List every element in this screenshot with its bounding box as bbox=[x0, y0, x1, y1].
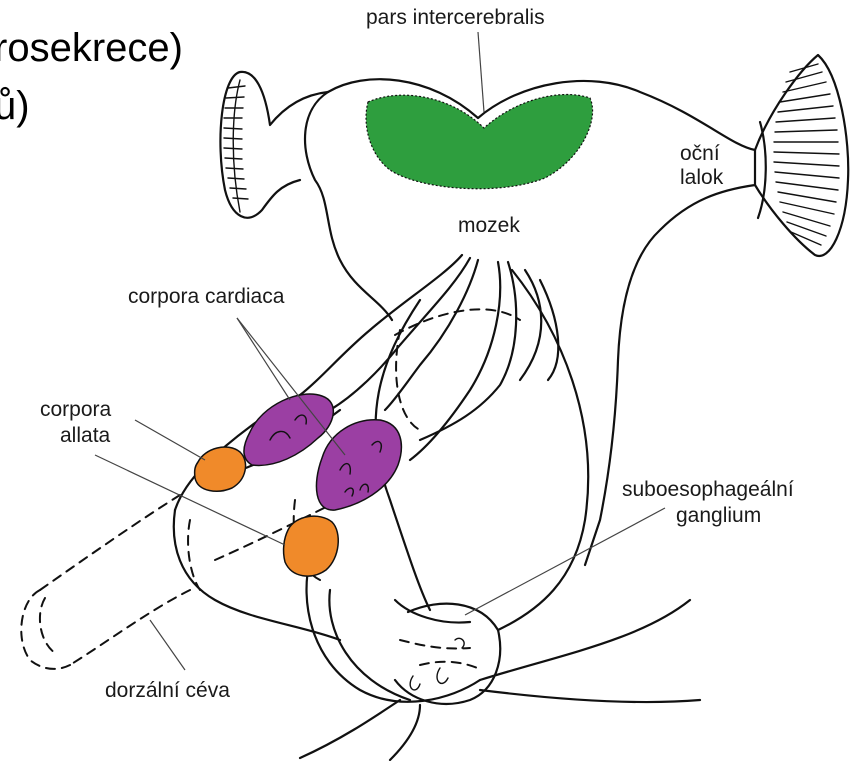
label-ganglium: ganglium bbox=[676, 504, 761, 527]
label-dorzalni-ceva: dorzální céva bbox=[105, 679, 230, 702]
corpora-cardiaca-left bbox=[244, 394, 333, 465]
dorsal-vessel bbox=[21, 309, 520, 669]
label-mozek: mozek bbox=[458, 214, 520, 237]
label-pars-intercerebralis: pars intercerebralis bbox=[366, 6, 545, 29]
label-ocni: oční bbox=[680, 142, 720, 165]
label-allata: allata bbox=[60, 424, 111, 447]
label-corpora: corpora bbox=[40, 398, 112, 421]
ganglion-inner-fibres bbox=[400, 638, 482, 690]
label-lalok: lalok bbox=[680, 166, 724, 189]
corpora-allata-right bbox=[284, 516, 339, 576]
label-corpora-cardiaca: corpora cardiaca bbox=[128, 285, 285, 308]
corpora-allata-left bbox=[195, 447, 246, 491]
pars-intercerebralis-region bbox=[366, 95, 593, 189]
label-suboesophagealni: suboesophageální bbox=[622, 478, 794, 501]
right-optic-striations bbox=[774, 64, 839, 245]
